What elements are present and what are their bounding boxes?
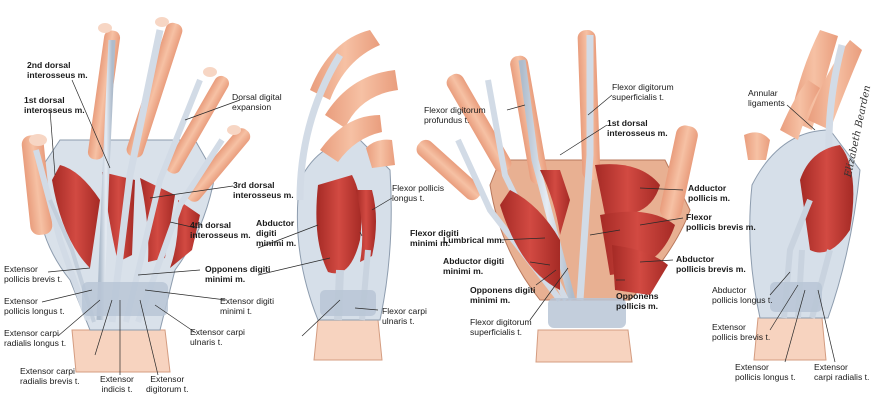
label-adductor-pollicis: Adductor pollicis m. xyxy=(688,183,731,203)
label-abductor-pollicis-longus: Abductor pollicis longus t. xyxy=(712,285,773,305)
label-opponens-pollicis: Opponens pollicis m. xyxy=(616,291,659,311)
label-opponens-digiti-minimi-dorsal: Opponens digiti minimi m. xyxy=(205,264,271,284)
label-extensor-carpi-ulnaris: Extensor carpi ulnaris t. xyxy=(190,327,245,347)
label-flexor-pollicis-longus: Flexor pollicis longus t. xyxy=(392,183,445,203)
label-extensor-carpi-radialis-longus: Extensor carpi radialis longus t. xyxy=(4,328,67,348)
label-annular-ligaments: Annular ligaments xyxy=(748,88,785,108)
label-flexor-pollicis-brevis: Flexor pollicis brevis m. xyxy=(686,212,756,232)
label-abductor-pollicis-brevis: Abductor pollicis brevis m. xyxy=(676,254,746,274)
label-extensor-carpi-radialis: Extensor carpi radialis t. xyxy=(814,362,870,382)
label-extensor-pollicis-longus-dorsal: Extensor pollicis longus t. xyxy=(4,296,65,316)
label-extensor-indicis: Extensor indicis t. xyxy=(100,374,134,394)
label-flexor-digitorum-superficialis-bottom: Flexor digitorum superficialis t. xyxy=(470,317,532,337)
hand-palmar-view xyxy=(416,30,698,363)
label-flexor-carpi-ulnaris: Flexor carpi ulnaris t. xyxy=(382,306,427,326)
label-4th-dorsal-interosseus: 4th dorsal interosseus m. xyxy=(190,220,251,240)
label-3rd-dorsal-interosseus: 3rd dorsal interosseus m. xyxy=(233,180,294,200)
label-flexor-digitorum-superficialis-top: Flexor digitorum superficialis t. xyxy=(612,82,674,102)
label-extensor-pollicis-brevis-dorsal: Extensor pollicis brevis t. xyxy=(4,264,63,284)
label-abductor-digiti-minimi-palmar: Abductor digiti minimi m. xyxy=(443,256,505,276)
label-extensor-pollicis-longus-radial: Extensor pollicis longus t. xyxy=(735,362,796,382)
label-2nd-dorsal-interosseus: 2nd dorsal interosseus m. xyxy=(27,60,88,80)
label-opponens-digiti-minimi-palmar: Opponens digiti minimi m. xyxy=(470,285,536,305)
label-extensor-carpi-radialis-brevis: Extensor carpi radialis brevis t. xyxy=(20,366,80,386)
label-lumbrical: Lumbrical mm. xyxy=(443,235,505,245)
label-1st-dorsal-interosseus-dorsal: 1st dorsal interosseus m. xyxy=(24,95,85,115)
hand-dorsal-view xyxy=(21,17,251,373)
leader-lines xyxy=(41,79,836,376)
label-extensor-digiti-minimi: Extensor digiti minimi t. xyxy=(220,296,274,316)
label-1st-dorsal-interosseus-palmar: 1st dorsal interosseus m. xyxy=(607,118,668,138)
hand-ulnar-view xyxy=(296,30,398,361)
label-flexor-digitorum-profundus: Flexor digitorum profundus t. xyxy=(424,105,486,125)
label-dorsal-digital-expansion: Dorsal digital expansion xyxy=(232,92,282,112)
label-abductor-digiti-minimi-ulnar: Abductor digiti minimi m. xyxy=(256,218,297,248)
label-flexor-digiti-minimi: Flexor digiti minimi m. xyxy=(410,228,459,248)
label-extensor-digitorum: Extensor digitorum t. xyxy=(146,374,189,394)
label-extensor-pollicis-brevis-radial: Extensor pollicis brevis t. xyxy=(712,322,771,342)
hand-radial-view xyxy=(744,30,862,361)
